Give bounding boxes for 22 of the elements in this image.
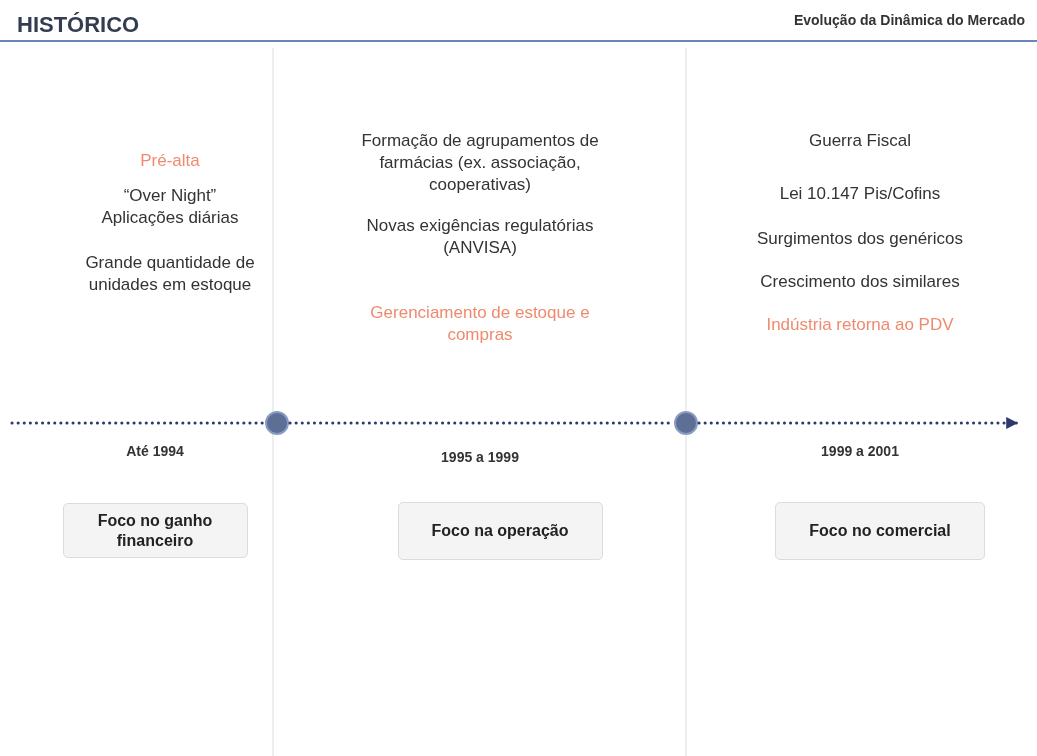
event-text: Guerra Fiscal [808,130,912,152]
timeline-marker [265,411,289,435]
focus-box: Foco na operação [397,502,603,560]
event-text: Formação de agrupamentos de farmácias (ex. associação, cooperativas) [360,130,600,196]
period-label: 1999 a 2001 [820,442,900,461]
event-text: Pré-alta [139,150,201,172]
event-text: Crescimento dos similares [759,271,961,293]
event-text: Gerenciamento de estoque e compras [369,302,591,346]
event-text: Indústria retorna ao PDV [765,314,955,336]
subtitle: Evolução da Dinâmica do Mercado [793,12,1025,28]
event-text: Novas exigências regulatórias (ANVISA) [365,215,595,259]
timeline-arrow [697,417,1019,429]
event-text: Lei 10.147 Pis/Cofins [778,183,942,205]
period-label: 1995 a 1999 [440,448,520,467]
event-text: Grande quantidade de unidades em estoque [84,252,256,296]
focus-box: Foco no comercial [775,502,985,560]
event-text: “Over Night” Aplicações diárias [100,185,240,229]
period-label: Até 1994 [125,442,185,461]
slide-title: HISTÓRICO [17,12,140,38]
focus-box: Foco no ganho financeiro [62,503,248,558]
event-text: Surgimentos dos genéricos [756,228,964,250]
timeline-marker [674,411,698,435]
